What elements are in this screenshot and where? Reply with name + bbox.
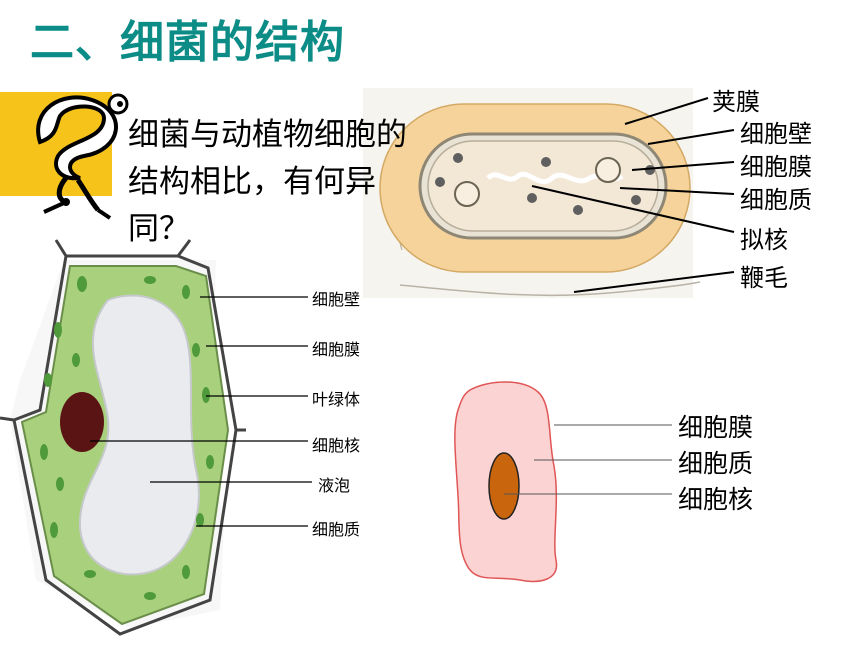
label-nucleoid: 拟核	[740, 226, 788, 254]
label-animal-cytoplasm: 细胞质	[678, 449, 754, 478]
question-text: 细菌与动植物细胞的结构相比，有何异同？	[128, 117, 407, 247]
label-capsule: 荚膜	[712, 88, 760, 116]
animal-cell-diagram	[454, 381, 558, 583]
plant-nucleus	[60, 392, 104, 452]
label-vacuole: 液泡	[318, 476, 351, 495]
bacterium-diagram	[363, 88, 701, 298]
page-title: 二、细菌的结构	[30, 17, 345, 68]
label-plant-cytoplasm: 细胞质	[312, 520, 361, 539]
plant-cell-diagram	[0, 239, 246, 636]
label-chloroplast: 叶绿体	[312, 390, 361, 409]
label-plant-cell-membrane: 细胞膜	[312, 340, 361, 359]
label-bacteria-cell-membrane: 细胞膜	[740, 153, 812, 181]
label-plant-nucleus: 细胞核	[312, 436, 361, 455]
label-bacteria-cell-wall: 细胞壁	[740, 120, 812, 148]
label-plant-cell-wall: 细胞壁	[312, 290, 361, 309]
label-animal-nucleus: 细胞核	[678, 485, 754, 514]
animal-nucleus	[488, 452, 520, 520]
label-animal-cell-membrane: 细胞膜	[678, 413, 754, 442]
plant-vacuole	[78, 294, 200, 576]
question-mark-icon	[0, 92, 129, 220]
label-flagellum: 鞭毛	[740, 264, 788, 292]
label-bacteria-cytoplasm: 细胞质	[740, 186, 812, 214]
